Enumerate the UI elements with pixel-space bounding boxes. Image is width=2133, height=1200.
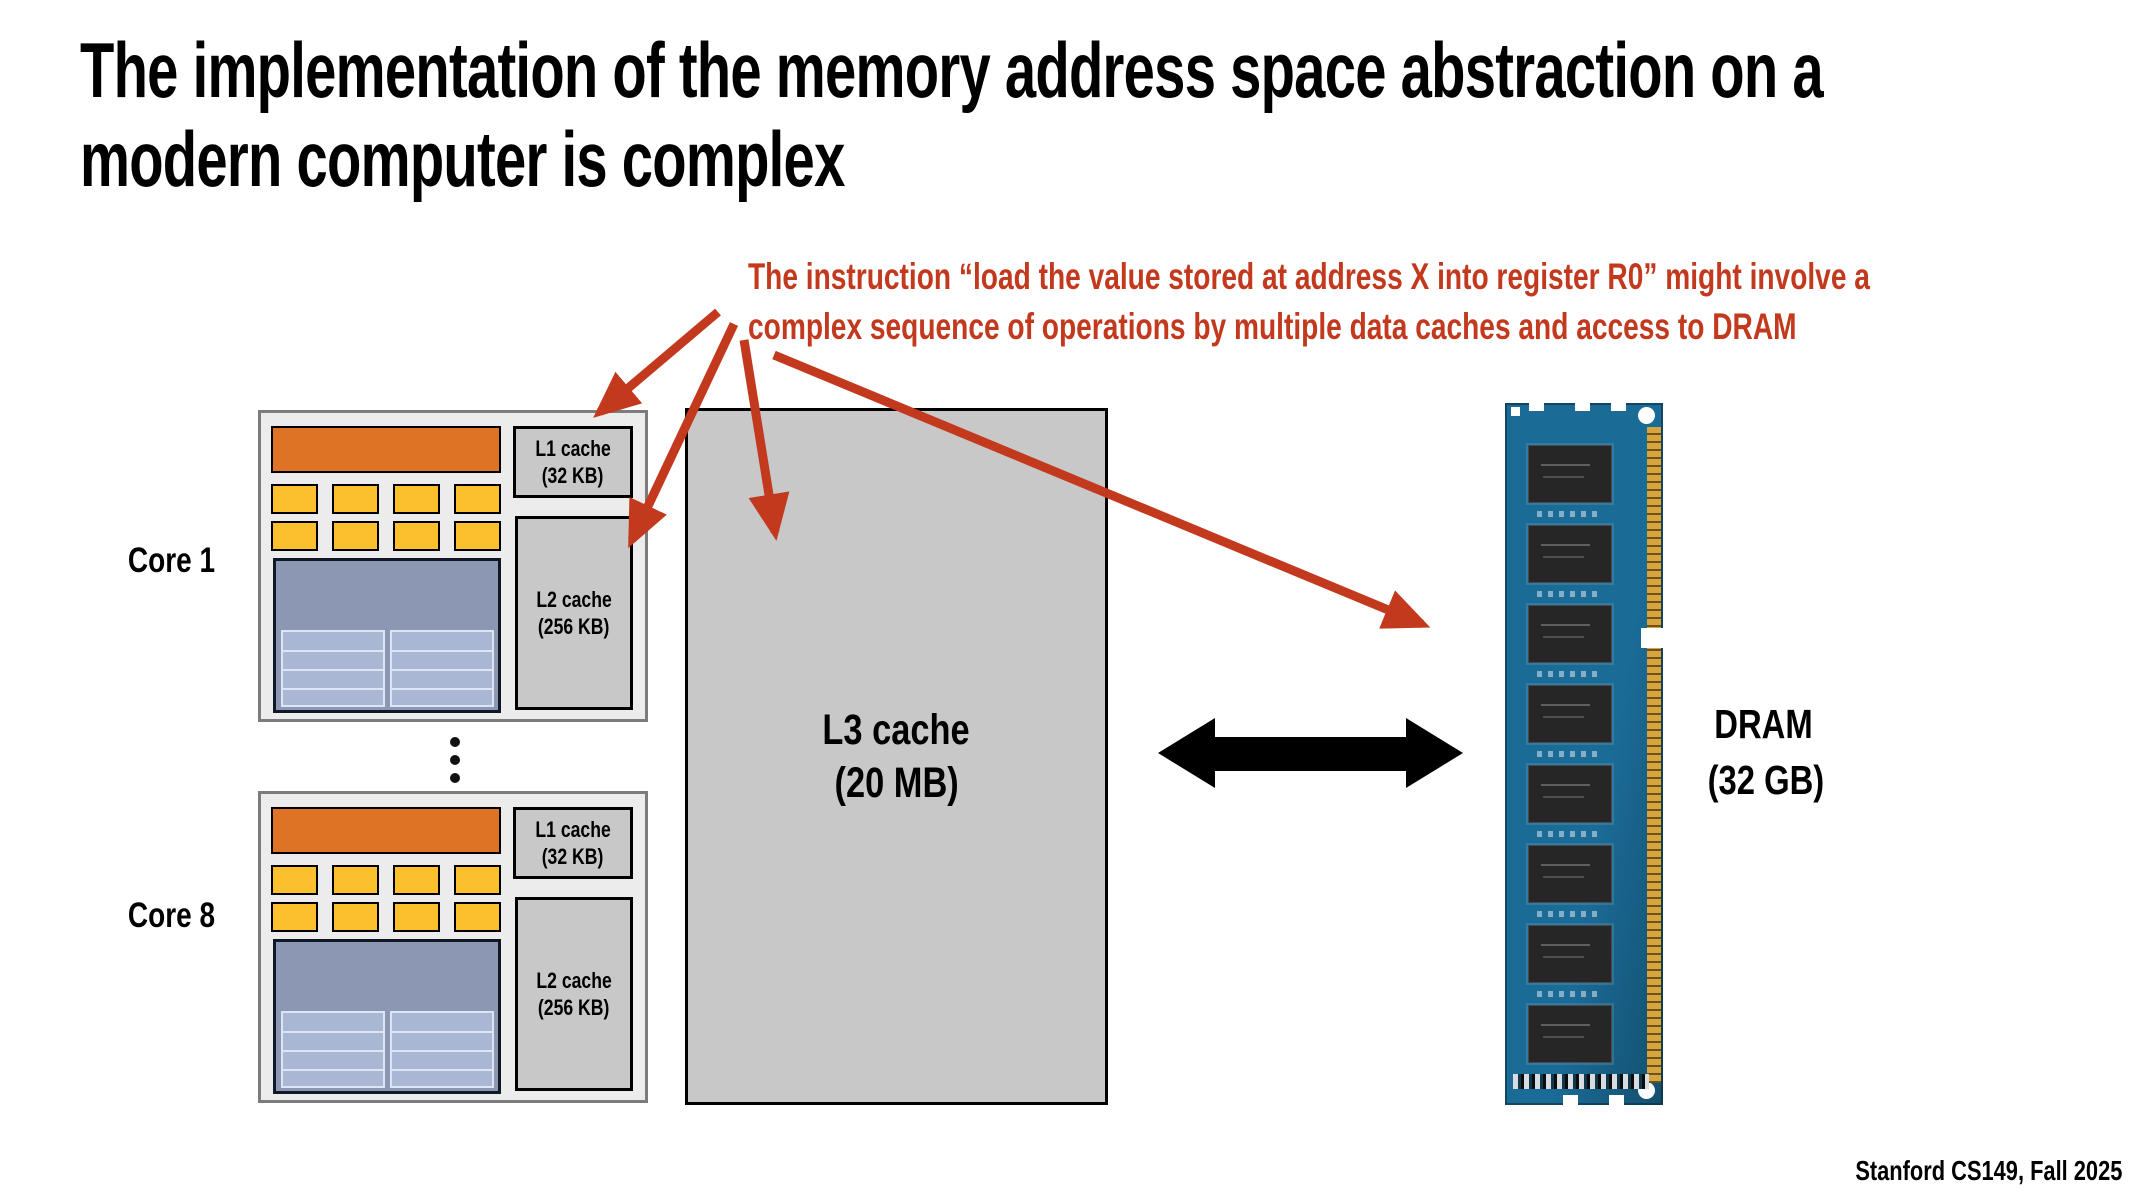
core8-alu (393, 902, 440, 932)
core1-alu (454, 484, 501, 514)
core8-alu (271, 902, 318, 932)
core1-alu (332, 521, 379, 551)
dram-chip (1528, 1005, 1612, 1063)
dram-components (1537, 671, 1599, 677)
core8-register-file (281, 1011, 385, 1088)
core1-alu (393, 521, 440, 551)
core8-register-file (390, 1011, 494, 1088)
dram-chip (1528, 445, 1612, 503)
core8-alu (332, 865, 379, 895)
core1-fetch-decode-unit (271, 426, 501, 473)
dram-module-image (1505, 402, 1667, 1106)
dram-components (1537, 591, 1599, 597)
dram-components (1537, 911, 1599, 917)
dram-label: DRAM (32 GB) (1693, 696, 1833, 808)
dram-chip (1528, 605, 1612, 663)
core8-diagram: L1 cache (32 KB) L2 cache (256 KB) (258, 791, 648, 1103)
l3-cache-name: L3 cache (822, 705, 971, 754)
dram-top-notch (1575, 402, 1590, 411)
core1-alu (454, 521, 501, 551)
core8-l2-cache: L2 cache (256 KB) (515, 897, 633, 1091)
dram-chip (1528, 525, 1612, 583)
core1-l2-size: (256 KB) (538, 614, 610, 639)
dram-name: DRAM (1713, 701, 1813, 747)
core8-l2-size: (256 KB) (538, 995, 610, 1020)
core1-l1-cache: L1 cache (32 KB) (513, 426, 633, 498)
dram-chip (1528, 845, 1612, 903)
dram-bottom-notch (1563, 1095, 1578, 1106)
dram-corner-mark (1511, 407, 1520, 416)
core1-execution-context (273, 558, 501, 713)
core8-alu (454, 902, 501, 932)
core8-alu (393, 865, 440, 895)
dram-size: (32 GB) (1707, 757, 1825, 803)
dram-top-notch (1611, 402, 1626, 411)
core1-alu (332, 484, 379, 514)
core1-alu (271, 521, 318, 551)
dram-components (1537, 991, 1599, 997)
core1-register-file (281, 630, 385, 707)
dram-chip (1528, 685, 1612, 743)
core1-alu (393, 484, 440, 514)
annotation-text: The instruction “load the value stored a… (748, 252, 2133, 352)
double-headed-arrow-icon (1158, 718, 1463, 788)
core1-l1-size: (32 KB) (542, 463, 604, 488)
dram-key-notch (1641, 628, 1667, 648)
core8-alu (454, 865, 501, 895)
dram-top-notch (1529, 402, 1544, 411)
annotation-line1: The instruction “load the value stored a… (748, 256, 1870, 297)
dram-chip (1528, 925, 1612, 983)
page-title-line1: The implementation of the memory address… (80, 26, 1824, 114)
l3-cache-size: (20 MB) (834, 758, 959, 807)
page-title: The implementation of the memory address… (80, 26, 2133, 204)
core1-l1-name: L1 cache (535, 436, 611, 461)
core8-l1-name: L1 cache (535, 817, 611, 842)
page-title-line2: modern computer is complex (80, 115, 845, 203)
dram-chip (1528, 765, 1612, 823)
core1-alu (271, 484, 318, 514)
core1-diagram: L1 cache (32 KB) L2 cache (256 KB) (258, 410, 648, 722)
dram-components (1537, 751, 1599, 757)
dram-components (1537, 831, 1599, 837)
core1-l2-cache: L2 cache (256 KB) (515, 516, 633, 710)
red-arrow-to-l1-cache (593, 308, 721, 418)
l3-cache-box: L3 cache (20 MB) (685, 408, 1108, 1105)
core8-alu (332, 902, 379, 932)
core8-l1-cache: L1 cache (32 KB) (513, 807, 633, 879)
cores-ellipsis-icon (450, 737, 460, 783)
core8-l1-size: (32 KB) (542, 844, 604, 869)
core1-l2-name: L2 cache (536, 587, 612, 612)
core8-alu (271, 865, 318, 895)
core1-label: Core 1 (127, 541, 215, 580)
core1-register-file (390, 630, 494, 707)
annotation-line2: complex sequence of operations by multip… (748, 306, 1797, 347)
dram-mount-hole (1638, 407, 1655, 424)
core8-fetch-decode-unit (271, 807, 501, 854)
dram-components (1537, 511, 1599, 517)
dram-bottom-components (1513, 1074, 1649, 1089)
core8-l2-name: L2 cache (536, 968, 612, 993)
slide-footer: Stanford CS149, Fall 2025 (1854, 1155, 2122, 1186)
core8-label: Core 8 (127, 896, 215, 935)
dram-gold-pins (1647, 427, 1661, 1083)
core8-execution-context (273, 939, 501, 1094)
dram-bottom-notch (1609, 1095, 1624, 1106)
